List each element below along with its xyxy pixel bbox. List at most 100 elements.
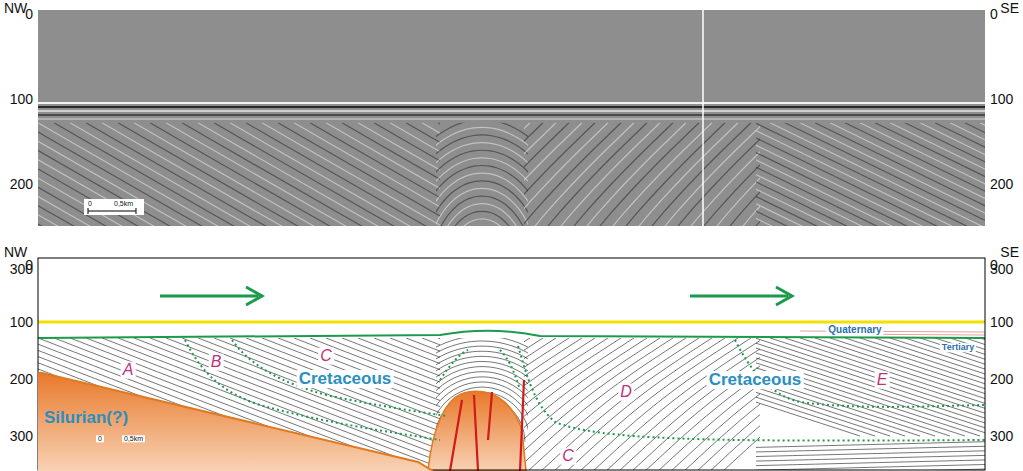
reflector-group [524,338,760,470]
reflector-line [633,338,760,470]
reflector-line [214,123,440,226]
reflector-line [724,123,760,226]
reflector-line [845,338,985,436]
reflector-line [436,150,528,226]
reflector-line [815,123,985,226]
reflector-line [756,442,985,448]
unit-letter: C [560,448,576,465]
reflector-line [698,338,760,470]
fault-lines [450,380,524,471]
reflector-line [620,338,760,470]
reflector-line [310,123,440,226]
reflector-group [436,123,528,226]
reflector-line [406,123,440,226]
reflector-line [38,123,160,226]
panel-border [38,258,985,470]
reflector-line [358,338,440,465]
reflector-line [672,123,760,226]
direction-label: NW [4,1,27,16]
reflector-line [756,123,920,226]
axis-tick-label: 100 [990,92,1013,107]
reflector-line [935,123,985,226]
axis-tick-label: 0 [25,258,33,273]
reflector-line [633,123,760,226]
reflector-line [436,173,528,226]
scale-label: 0 [96,435,104,442]
reflector-line [607,338,760,470]
reflector-line [698,123,760,226]
reflector-line [920,338,985,436]
reflector-line [246,123,440,226]
reflector-line [568,338,738,470]
reflector-line [860,338,985,436]
scale-label: 0 [86,200,94,207]
reflector-line [524,338,608,470]
reflector-group [524,123,760,226]
direction-label: SE [1000,1,1019,16]
reflector-line [542,338,712,470]
reflector-line [685,338,760,470]
reflector-line [724,338,760,470]
unit-letter: A [121,362,136,379]
reflector-line [659,123,760,226]
reflector-line [905,338,985,436]
unit-letter: C [318,348,334,365]
reflector-line [711,338,760,470]
reflector-line [342,123,440,226]
reflector-line [436,158,528,226]
seafloor-reflection [38,103,985,119]
axis-tick-label: 200 [10,372,33,387]
reflector-line [815,338,985,436]
reflector-line [294,123,440,226]
reflector-line [555,123,725,226]
reflector-line [905,123,985,226]
reflector-line [620,123,760,226]
reflector-line [845,123,985,226]
age-label: Tertiary [940,343,976,352]
reflector-line [594,338,760,470]
scale-bar [84,199,144,215]
axis-tick-label: 100 [10,315,33,330]
reflector-line [436,143,528,226]
reflector-line [756,338,980,436]
age-label: Quaternary [826,325,883,336]
axis-tick-label: 0 [990,7,998,22]
reflector-line [830,338,985,436]
reflector-line [524,338,673,470]
reflector-line [438,123,440,226]
reflector-line [672,338,760,470]
reflector-line [800,338,985,436]
basement-high [428,391,526,471]
reflector-line [524,123,582,226]
reflector-line [524,123,569,226]
reflector-line [646,338,760,470]
reflector-line [756,123,890,226]
axis-tick-label: 100 [10,92,33,107]
reflector-line [756,338,920,436]
age-label: Cretaceous [707,371,804,389]
unit-letter: B [209,354,224,371]
axis-tick-label: 200 [10,177,33,192]
reflector-line [711,123,760,226]
reflector-line [555,338,725,470]
reflector-line [326,123,440,226]
reflector-group [756,338,985,470]
axis-tick-label: 100 [990,315,1013,330]
reflector-line [524,338,543,470]
reflector-line [529,123,699,226]
reflector-line [436,135,528,226]
axis-tick-label: 200 [990,372,1013,387]
reflector-line [38,123,64,226]
reflector-line [785,123,985,226]
reflector-line [935,338,985,436]
reflector-line [118,123,440,226]
reflector-line [524,123,673,226]
reflector-line [920,123,985,226]
direction-label: SE [1000,245,1019,260]
reflector-line [581,338,751,470]
reflector-line [38,123,192,226]
reflector-line [785,338,985,436]
reflector-line [756,465,985,471]
reflector-line [524,123,647,226]
reflector-line [524,338,595,470]
